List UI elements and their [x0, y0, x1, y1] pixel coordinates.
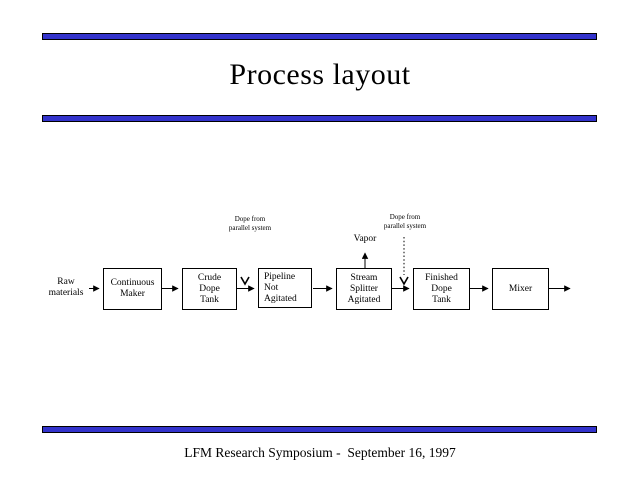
dope-inflow-arrowhead-2: [399, 276, 409, 286]
raw-materials-label: Raw materials: [48, 277, 84, 298]
top-rule-lower: [42, 115, 597, 122]
process-box-label: Pipeline Not Agitated: [264, 271, 297, 304]
bottom-rule: [42, 426, 597, 433]
process-box-pipeline-not-agitated: Pipeline Not Agitated: [258, 268, 312, 308]
top-rule-upper: [42, 33, 597, 40]
vapor-label: Vapor: [353, 234, 377, 244]
process-box-label: Crude Dope Tank: [197, 272, 222, 305]
process-box-label: Mixer: [508, 283, 533, 294]
dope-from-parallel-system-label-2: Dope from parallel system: [383, 213, 427, 230]
slide-title: Process layout: [229, 58, 411, 91]
process-box-label: Finished Dope Tank: [425, 272, 458, 305]
process-box-mixer: Mixer: [492, 268, 549, 310]
process-box-continuous-maker: Continuous Maker: [103, 268, 162, 310]
process-box-stream-splitter-agitated: Stream Splitter Agitated: [336, 268, 392, 310]
process-box-finished-dope-tank: Finished Dope Tank: [413, 268, 470, 310]
process-box-label: Continuous Maker: [110, 278, 155, 299]
footer-text: LFM Research Symposium - September 16, 1…: [184, 445, 456, 460]
process-box-crude-dope-tank: Crude Dope Tank: [182, 268, 237, 310]
dope-inflow-arrowhead-1: [240, 276, 250, 286]
dope-from-parallel-system-label-1: Dope from parallel system: [228, 215, 272, 232]
process-box-label: Stream Splitter Agitated: [347, 272, 381, 305]
